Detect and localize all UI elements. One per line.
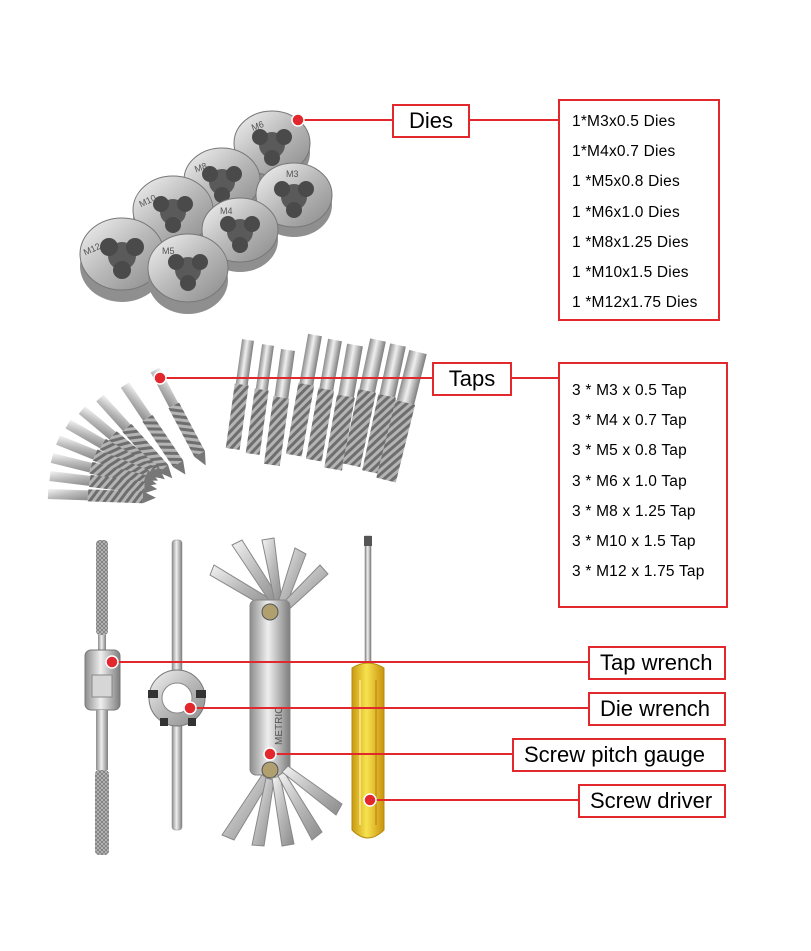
taps-spec-item: 3 * M5 x 0.8 Tap <box>572 442 687 460</box>
taps-spec-item: 3 * M6 x 1.0 Tap <box>572 472 687 490</box>
taps-spec-item: 3 * M4 x 0.7 Tap <box>572 412 687 430</box>
screw-driver <box>351 535 385 839</box>
screw-pitch-gauge-label: Screw pitch gauge <box>512 738 726 772</box>
dies-spec-item: 1*M3x0.5 Dies <box>572 113 676 130</box>
die: M5 <box>147 233 229 314</box>
die-marking: M4 <box>220 206 233 216</box>
die-marking: M8 <box>193 161 208 175</box>
gauge-top-blades <box>209 537 329 613</box>
large-taps <box>225 333 427 483</box>
dies-spec-item: 1 *M10x1.5 Dies <box>572 264 689 282</box>
die-marking: M6 <box>250 119 265 133</box>
dies-spec-item: 1 *M5x0.8 Dies <box>572 173 680 191</box>
die: M12 <box>79 217 165 302</box>
dies-spec-item: 1*M4x0.7 Dies <box>572 143 676 161</box>
gauge-marking: METRIC <box>274 707 285 745</box>
tap-wrench-label: Tap wrench <box>588 646 726 680</box>
taps-spec-list: 3 * M3 x 0.5 Tap 3 * M4 x 0.7 Tap 3 * M5… <box>558 362 728 608</box>
taps-spec-item: 3 * M3 x 0.5 Tap <box>572 382 687 399</box>
tap-wrench <box>84 540 121 855</box>
die-wrench <box>148 539 206 831</box>
taps-spec-item: 3 * M10 x 1.5 Tap <box>572 533 696 551</box>
screw-driver-label: Screw driver <box>578 784 726 818</box>
dies-group: M6 M8 M3 M10 M4 <box>79 110 333 314</box>
die-marking: M5 <box>162 246 175 256</box>
screw-pitch-gauge: METRIC <box>209 537 343 847</box>
die-wrench-label: Die wrench <box>588 692 726 726</box>
dies-spec-item: 1 *M12x1.75 Dies <box>572 294 698 312</box>
dies-spec-item: 1 *M6x1.0 Dies <box>572 203 680 221</box>
taps-spec-item: 3 * M8 x 1.25 Tap <box>572 502 696 520</box>
taps-spec-item: 3 * M12 x 1.75 Tap <box>572 563 705 581</box>
dies-spec-item: 1 *M8x1.25 Dies <box>572 233 689 251</box>
callout-dots <box>105 113 377 807</box>
taps-label: Taps <box>432 362 512 396</box>
taps-group <box>47 333 427 504</box>
callout-lines <box>112 119 588 801</box>
small-taps <box>47 367 206 504</box>
dies-spec-list: 1*M3x0.5 Dies 1*M4x0.7 Dies 1 *M5x0.8 Di… <box>558 99 720 321</box>
dies-label: Dies <box>392 104 470 138</box>
gauge-bottom-blades <box>221 765 343 847</box>
die-marking: M3 <box>286 169 299 179</box>
